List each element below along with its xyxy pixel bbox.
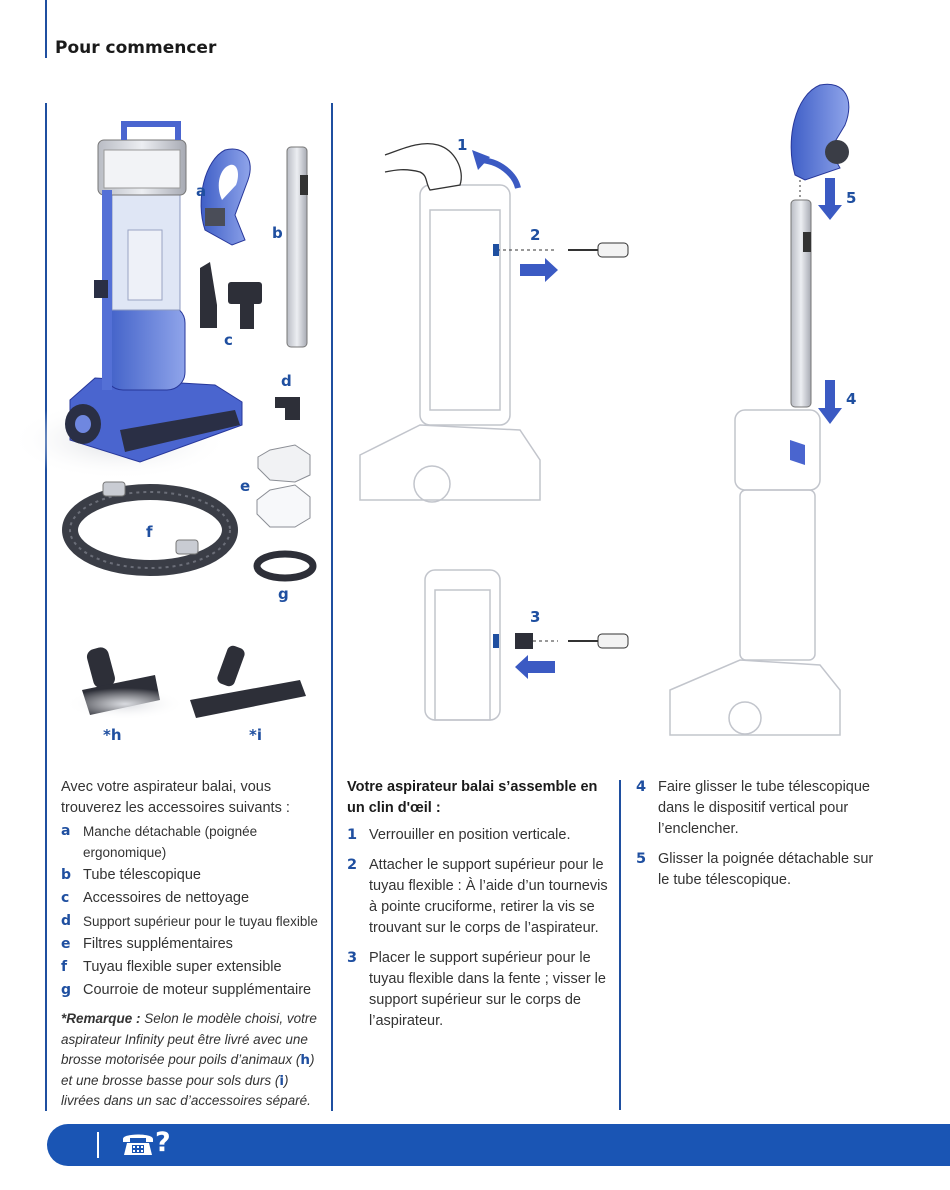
step1-vacuum-outline: [359, 184, 541, 503]
column-rule-right: [619, 780, 621, 1110]
tube-image-right: [790, 199, 812, 408]
label-step2: 2: [530, 226, 540, 244]
vacuum-cleaner-image: [10, 121, 243, 480]
accessory-item-c: c Accessoires de nettoyage: [61, 890, 250, 906]
assembly-section: Votre aspirateur balai s’assemble en un …: [347, 777, 609, 1041]
footer-bar: ?: [47, 1124, 950, 1166]
label-step3: 3: [530, 608, 540, 626]
label-d: d: [281, 372, 292, 390]
accessory-item-f: f Tuyau flexible super extensible: [61, 959, 282, 975]
column-rule-middle: [331, 103, 333, 1111]
telephone-icon: [123, 1134, 153, 1155]
label-step1: 1: [457, 136, 467, 154]
step2-arrow: [520, 258, 558, 282]
label-h: *h: [103, 726, 122, 744]
hand-image: [384, 143, 462, 191]
step3-vacuum-outline: [424, 569, 501, 721]
screwdriver-image-3: [493, 633, 629, 649]
footer-divider: [97, 1132, 99, 1158]
accessory-item-e: e Filtres supplémentaires: [61, 936, 233, 952]
assembly-step-1: 1 Verrouiller en position verticale.: [347, 827, 571, 843]
label-c: c: [224, 331, 233, 349]
screwdriver-image-2: [493, 242, 629, 258]
bracket-image: [275, 397, 300, 420]
cleaning-tools-image: [200, 262, 262, 329]
column-rule-left: [45, 103, 47, 1111]
accessory-item-b: b Tube télescopique: [61, 867, 201, 883]
assembly-step-5: 5 Glisser la poignée détachable sur le t…: [636, 851, 874, 888]
assembly-heading: Votre aspirateur balai s’assemble en un …: [347, 779, 598, 816]
motorized-brush-image: [65, 647, 185, 720]
assembly-step-2: 2 Attacher le support supérieur pour le …: [347, 857, 608, 936]
assembly-continued-section: 4 Faire glisser le tube télescopique dan…: [636, 777, 886, 900]
assembly-step-4: 4 Faire glisser le tube télescopique dan…: [636, 779, 870, 837]
label-i: *i: [249, 726, 262, 744]
accessories-section: Avec votre aspirateur balai, vous trouve…: [61, 777, 323, 1112]
handle-image: [200, 148, 251, 246]
step1-arrow: [477, 157, 521, 189]
step5-arrow: [818, 178, 842, 220]
header-rule: [45, 0, 47, 58]
page-title: Pour commencer: [55, 38, 217, 58]
accessory-item-a: a Manche détachable (poignée ergonomique…: [61, 823, 258, 860]
handle-image-right: [790, 83, 850, 181]
label-e: e: [240, 477, 250, 495]
step4-arrow: [818, 380, 842, 424]
tube-image: [286, 146, 308, 348]
floor-brush-image: [190, 645, 306, 718]
hose-image: [62, 481, 238, 576]
step4-vacuum-outline: [669, 409, 841, 736]
label-g: g: [278, 585, 289, 603]
accessory-item-g: g Courroie de moteur supplémentaire: [61, 982, 312, 998]
accessory-item-d: d Support supérieur pour le tuyau flexib…: [61, 913, 318, 929]
accessories-note: *Remarque : Selon le modèle choisi, votr…: [61, 1011, 317, 1108]
label-a: a: [196, 182, 206, 200]
label-step5: 5: [846, 189, 856, 207]
help-question-mark: ?: [155, 1127, 171, 1158]
belt-image: [253, 550, 317, 582]
filters-image: [256, 444, 311, 528]
label-b: b: [272, 224, 283, 242]
assembly-step-3: 3 Placer le support supérieur pour le tu…: [347, 950, 606, 1029]
step3-arrow: [515, 655, 555, 679]
accessories-intro: Avec votre aspirateur balai, vous trouve…: [61, 779, 290, 816]
illustrations: a b c d e f g *h *i 1 2 3 5 4: [10, 83, 856, 744]
label-f: f: [146, 523, 153, 541]
label-step4: 4: [846, 390, 856, 408]
